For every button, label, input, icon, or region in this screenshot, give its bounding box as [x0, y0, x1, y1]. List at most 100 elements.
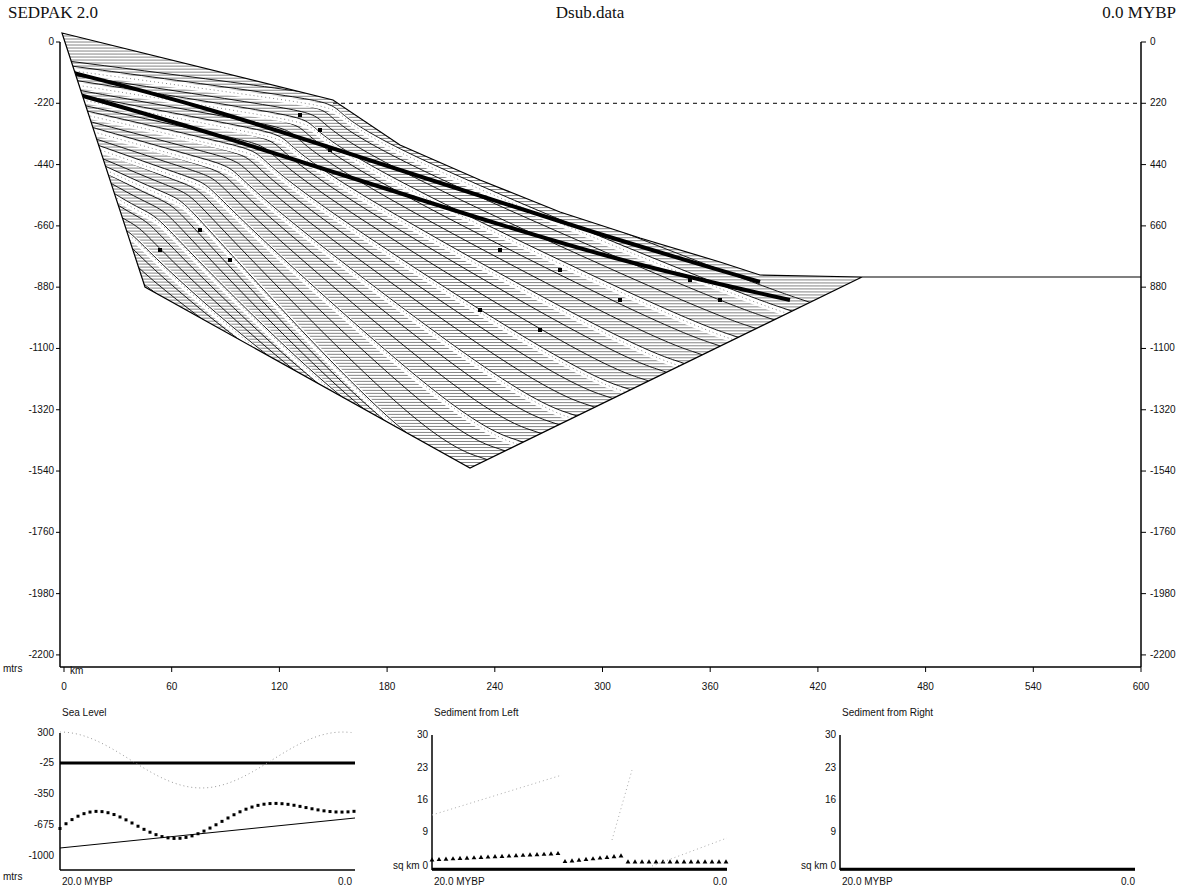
hatch-line — [60, 78, 870, 79]
axis-label: 880 — [1150, 282, 1167, 292]
hatch-line — [60, 402, 870, 403]
sea-level-point — [347, 810, 350, 813]
sea-level-point — [191, 834, 194, 837]
sand-band — [63, 137, 526, 447]
sea-level-point — [257, 804, 260, 807]
hatch-line — [60, 33, 870, 34]
hatch-line — [60, 261, 870, 262]
sediment-point — [626, 859, 631, 863]
sea-level-point — [203, 830, 206, 833]
hatch-line — [60, 36, 870, 37]
sea-level-point — [263, 803, 266, 806]
axis-label: Sediment from Left — [434, 708, 518, 718]
axis-label: -660 — [34, 221, 54, 231]
sediment-point — [675, 859, 680, 863]
hatch-line — [60, 111, 870, 112]
hatch-line — [60, 399, 870, 400]
sea-level-point — [287, 803, 290, 806]
axis-line — [59, 42, 61, 667]
axis-line — [1141, 103, 1146, 104]
sediment-point — [598, 855, 603, 859]
hatch-line — [60, 420, 870, 421]
hatch-line — [60, 231, 870, 232]
sediment-point — [619, 853, 624, 857]
sea-level-point — [281, 802, 284, 805]
sea-level-point — [179, 837, 182, 840]
sand-dots — [63, 137, 526, 447]
sediment-point — [500, 854, 505, 858]
axis-label: -2200 — [28, 650, 54, 660]
sand-band — [63, 69, 795, 316]
sea-level-point — [353, 810, 356, 813]
hatch-line — [60, 435, 870, 436]
axis-line — [432, 868, 727, 871]
sea-level-point — [83, 812, 86, 815]
axis-line — [1141, 471, 1146, 472]
hatch-line — [60, 351, 870, 352]
header-text: 0.0 MYBP — [1102, 4, 1176, 21]
sediment-point — [507, 853, 512, 857]
sediment-point — [591, 856, 596, 860]
axis-label: 0 — [1150, 37, 1156, 47]
sea-level-point — [131, 821, 134, 824]
sediment-point — [605, 855, 610, 859]
sea-level-point — [137, 825, 140, 828]
sediment-point — [633, 859, 638, 863]
hatch-line — [60, 186, 870, 187]
hatch-line — [60, 321, 870, 322]
axis-line — [817, 667, 818, 672]
hatch-line — [60, 330, 870, 331]
clinoform-line — [60, 73, 756, 328]
sediment-point — [465, 855, 470, 859]
axis-label: 60 — [166, 682, 177, 692]
hatch-line — [60, 360, 870, 361]
axis-label: 30 — [417, 730, 428, 740]
hatch-line — [60, 165, 870, 166]
hatch-line — [60, 363, 870, 364]
sediment-point — [437, 857, 442, 861]
sea-level-point — [227, 816, 230, 819]
hatch-line — [60, 60, 870, 61]
axis-line — [56, 164, 60, 165]
hatch-line — [60, 438, 870, 439]
sediment-point — [703, 859, 708, 863]
hatch-line — [60, 96, 870, 97]
sea-level-point — [341, 811, 344, 814]
axis-label: 300 — [37, 728, 54, 738]
axis-label: Sea Level — [62, 708, 106, 718]
axis-label: -1980 — [1150, 589, 1176, 599]
sea-level-point — [269, 802, 272, 805]
axis-label: -1980 — [28, 589, 54, 599]
axis-label: -350 — [34, 789, 54, 799]
axis-label: -1540 — [1150, 466, 1176, 476]
sea-level-point — [173, 837, 176, 840]
sediment-point — [689, 859, 694, 863]
hatch-line — [60, 30, 870, 31]
clinoform-line — [60, 105, 631, 390]
sea-level-point — [59, 827, 62, 830]
axis-label: 440 — [1150, 160, 1167, 170]
hatch-line — [60, 426, 870, 427]
clinoform-line — [60, 87, 702, 355]
sea-level-point — [185, 836, 188, 839]
sediment-point — [493, 854, 498, 858]
sea-level-point — [245, 808, 248, 811]
clinoform-line — [60, 186, 308, 378]
axis-line — [56, 287, 60, 288]
basin-outline — [62, 33, 862, 468]
hatch-line — [60, 441, 870, 442]
axis-label: 9 — [422, 827, 428, 837]
hatch-line — [60, 294, 870, 295]
sediment-point — [584, 857, 589, 861]
sediment-point — [724, 859, 729, 863]
hatch-line — [60, 462, 870, 463]
axis-label: -1540 — [28, 466, 54, 476]
axis-label: -440 — [34, 160, 54, 170]
axis-label: 23 — [825, 763, 836, 773]
axis-label: -1320 — [28, 405, 54, 415]
sediment-point — [486, 854, 491, 858]
sea-level-point — [101, 810, 104, 813]
hatch-line — [60, 45, 870, 46]
sea-level-point — [221, 820, 224, 823]
hatch-line — [60, 327, 870, 328]
